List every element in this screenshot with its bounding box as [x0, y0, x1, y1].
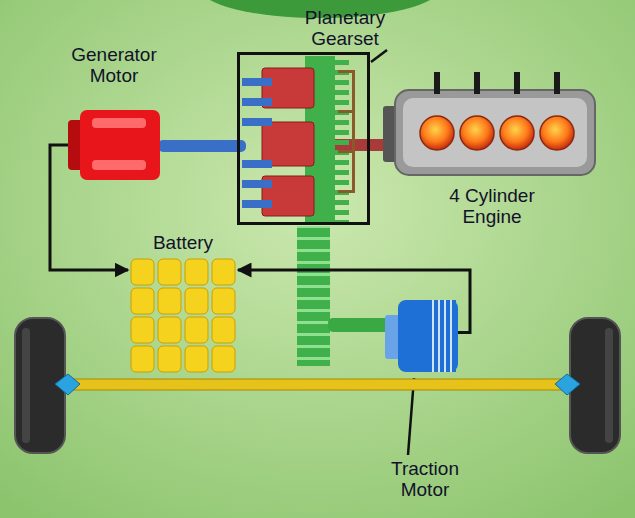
engine-face: [403, 98, 587, 167]
generator-motor: Generator Motor: [68, 110, 160, 180]
battery-cell: [158, 346, 181, 372]
label-wrap: Traction Motor: [377, 458, 473, 500]
gear-teeth: [335, 58, 349, 222]
tread: [605, 328, 613, 443]
battery: Battery: [128, 256, 238, 374]
planet-gears: [262, 68, 314, 216]
battery-cell: [212, 317, 235, 343]
motor-body: [398, 300, 458, 372]
spark-plugs: [434, 72, 560, 94]
generator-motor-icon: [68, 110, 246, 180]
cylinders: [420, 116, 574, 150]
hub: [555, 374, 580, 395]
battery-cell: [158, 259, 181, 285]
sun-gear: [242, 78, 272, 208]
traction-motor: Traction Motor: [398, 300, 458, 372]
battery-cell: [131, 288, 154, 314]
label-wrap: Battery: [133, 232, 233, 253]
axle: [60, 379, 575, 390]
battery-cell: [158, 317, 181, 343]
battery-cell: [212, 259, 235, 285]
battery-cell: [185, 259, 208, 285]
component-label: Planetary Gearset: [297, 7, 393, 49]
label-wrap: Generator Motor: [62, 44, 166, 86]
battery-cell: [212, 288, 235, 314]
engine-block: [395, 90, 595, 175]
output-shaft: [297, 226, 390, 366]
component-label: 4 Cylinder Engine: [434, 185, 550, 227]
planetary-gearset: Planetary Gearset: [237, 52, 370, 225]
highlight: [92, 118, 146, 128]
gearset-icon: [242, 50, 387, 224]
engine: 4 Cylinder Engine: [383, 72, 595, 175]
shaft: [328, 318, 390, 332]
battery-cell: [185, 317, 208, 343]
battery-cell: [185, 346, 208, 372]
power-flow-arrow: [238, 270, 470, 332]
output-gear-stack: [297, 226, 330, 366]
component-label: Battery: [133, 232, 233, 253]
traction-motor-icon: [385, 300, 458, 455]
component-label: Traction Motor: [377, 458, 473, 500]
coil: [428, 300, 456, 372]
highlight: [92, 160, 146, 170]
battery-cell: [212, 346, 235, 372]
tread: [22, 328, 30, 443]
battery-cell: [131, 259, 154, 285]
battery-cell: [131, 317, 154, 343]
shaft: [158, 140, 246, 152]
hub: [55, 374, 80, 395]
battery-cell: [131, 346, 154, 372]
label-wrap: 4 Cylinder Engine: [434, 185, 550, 227]
battery-cell: [158, 288, 181, 314]
carrier-dots: [338, 70, 355, 193]
axle-assembly: [15, 318, 620, 453]
battery-cells: [131, 259, 235, 372]
battery-cell: [185, 288, 208, 314]
component-label: Generator Motor: [62, 44, 166, 86]
leader-line: [371, 50, 387, 62]
motor-body: [80, 110, 160, 180]
label-wrap: Planetary Gearset: [297, 7, 393, 49]
power-flow-arrow: [50, 145, 128, 270]
